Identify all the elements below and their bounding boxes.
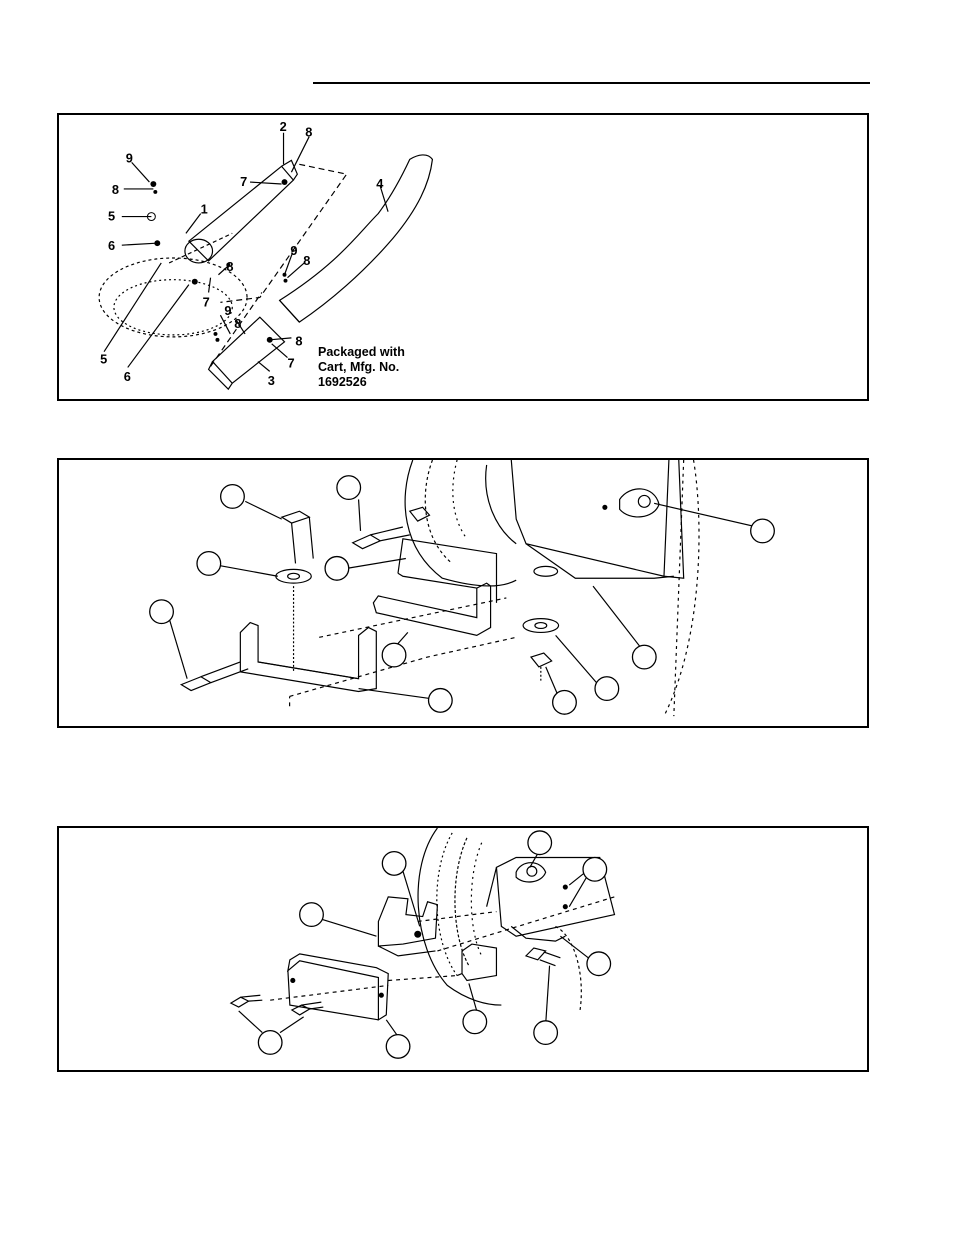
callout-circle [336, 475, 362, 501]
callout-circle [299, 902, 324, 928]
chute-assembly-drawing: 9 8 5 6 1 2 8 7 4 9 8 8 7 9 8 5 6 8 7 3 [98, 119, 434, 391]
callout-circle [552, 689, 577, 715]
callout-circle [324, 555, 350, 581]
callout-label: 6 [124, 369, 131, 384]
middle-channel-part [372, 582, 492, 636]
callout-label: 8 [234, 316, 241, 331]
callout-circle [385, 1033, 411, 1059]
callout-label: 6 [108, 238, 115, 253]
callout-label: 4 [376, 176, 384, 191]
callout-label: 7 [240, 174, 247, 189]
callout-circle [582, 856, 608, 882]
figure-bracket-mounting [57, 458, 869, 728]
callout-label: 3 [268, 373, 275, 388]
center-bracket-part [461, 943, 498, 982]
callout-circle [462, 1009, 488, 1035]
callout-circle [594, 676, 620, 702]
callout-circle [631, 644, 657, 670]
callout-label: 8 [303, 253, 310, 268]
hitch-plate-part [287, 953, 389, 1021]
header-rule [313, 82, 870, 84]
callout-label: 8 [305, 125, 312, 140]
callout-circle [257, 1030, 283, 1055]
packaging-note-line: 1692526 [318, 375, 367, 389]
callout-label: 8 [226, 259, 233, 274]
figure-hitch-bracket-mounting [57, 826, 869, 1072]
tractor-frame [495, 856, 616, 937]
tire-outline [417, 828, 502, 1006]
callout-label: 9 [126, 150, 133, 165]
callout-circle [586, 951, 612, 977]
callout-label: 7 [287, 355, 294, 370]
callout-label: 9 [290, 243, 297, 258]
tire-outline [404, 460, 517, 587]
callout-circle [533, 1020, 559, 1046]
packaging-note-line: Cart, Mfg. No. [318, 360, 400, 374]
callout-label: 2 [280, 119, 287, 134]
bracket-mounting-drawing [149, 460, 775, 717]
callout-circle [149, 599, 174, 625]
upper-bracket-part [377, 896, 439, 947]
long-chute-part [278, 154, 434, 323]
callout-label: 9 [224, 303, 231, 318]
figure-chute-assembly: 9 8 5 6 1 2 8 7 4 9 8 8 7 9 8 5 6 8 7 3 … [57, 113, 869, 401]
callout-label: 8 [295, 334, 302, 349]
callout-circle [750, 518, 775, 544]
callout-label: 5 [108, 209, 115, 224]
left-bracket-part [239, 621, 377, 693]
packaging-note-line: Packaged with [318, 345, 405, 359]
callout-circle [220, 483, 245, 509]
callout-circle [196, 550, 222, 576]
callout-label: 5 [100, 352, 107, 367]
callout-label: 1 [201, 202, 208, 217]
callout-circle [527, 830, 553, 856]
callout-label: 7 [203, 294, 210, 309]
callout-circle [427, 687, 453, 713]
callout-circle [381, 850, 407, 876]
callout-circle [381, 642, 407, 668]
callout-label: 8 [112, 182, 119, 197]
hitch-bracket-drawing [229, 828, 616, 1059]
packaging-note: Packaged with Cart, Mfg. No. 1692526 [318, 345, 405, 390]
tractor-frame [510, 460, 685, 579]
